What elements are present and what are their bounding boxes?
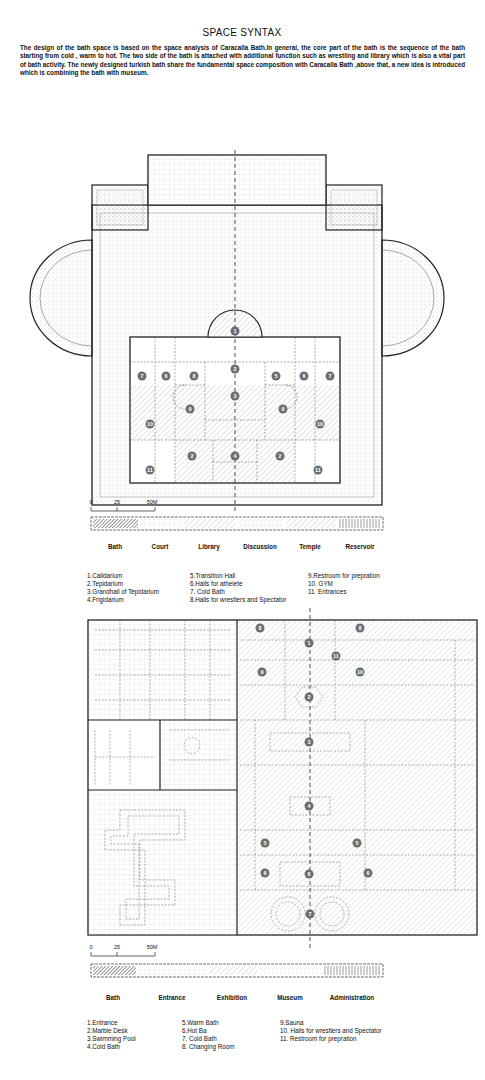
callout-number: 8 [190,372,199,381]
key-item: 11. Entrances [308,588,346,595]
callout-number: 1 [305,639,314,648]
callout-number: 5 [353,839,362,848]
key-item: 4.Frigidarium [87,596,124,603]
callout-number: 11 [314,466,323,475]
callout-number: 9 [186,405,195,414]
callout-number: 6 [162,372,171,381]
key-item: 6.Halls for atheiete [190,580,243,587]
scale-number: 0 [89,499,92,505]
page-title: SPACE SYNTAX [203,27,282,38]
scale-number: 50M [147,944,158,950]
callout-number: 11 [146,466,155,475]
key-item: 7. Cold Bath [182,1035,217,1042]
callout-number: 3 [231,392,240,401]
callout-number: 2 [188,452,197,461]
callout-number: 1 [231,327,240,336]
key-item: 3.Swimming Pool [87,1035,136,1042]
callout-number: 2 [305,693,314,702]
callout-number: 5 [261,839,270,848]
scale-number: 25 [114,944,120,950]
callout-number: 8 [356,624,365,633]
callout-number: 4 [305,802,314,811]
key-item: 9.Sauna [280,1019,303,1026]
callout-number: 6 [364,869,373,878]
key-item: 1.Calldarium [87,572,122,579]
callout-number: 10 [316,420,325,429]
zone-name: Temple [299,543,321,550]
key-item: 10. GYM [308,580,333,587]
key-item: 5.Transition Hall [190,572,235,579]
callout-number: 10 [356,668,365,677]
description-text: The design of the bath space is based on… [20,44,465,78]
zone-name: Museum [277,994,303,1001]
callout-number: 7 [326,372,335,381]
key-item: 2.Tepidarium [87,580,123,587]
callout-number: 3 [305,738,314,747]
zone-name: Reservoir [345,543,374,550]
callout-number: 8 [256,624,265,633]
callout-number: 6 [261,869,270,878]
zone-name: Bath [106,994,120,1001]
key-item: 10. Halls for wrestlers and Spectator [280,1027,382,1034]
callout-number: 6 [300,372,309,381]
scale-number: 25 [114,499,120,505]
zone-name: Administration [330,994,374,1001]
key-item: 5.Warm Bath [182,1019,219,1026]
callout-number: 4 [231,452,240,461]
key-item: 8.Halls for wrestlers and Spectator [190,596,286,603]
key-item: 7. Cold Bath [190,588,225,595]
callout-number: 2 [276,452,285,461]
callout-number: 11 [332,652,341,661]
scale-number: 0 [89,944,92,950]
scale-number: 50M [147,499,158,505]
zone-name: Discussion [243,543,277,550]
zone-name: Exhibition [217,994,247,1001]
callout-number: 7 [306,910,315,919]
key-item: 1.Entrance [87,1019,117,1026]
key-item: 6.Hot Ba [182,1027,207,1034]
zone-name: Library [198,543,219,550]
key-item: 11. Restroom for prepration [280,1035,357,1042]
zone-name: Bath [108,543,122,550]
callout-number: 9 [258,668,267,677]
key-item: 4.Cold Bath [87,1043,120,1050]
callout-number: 2 [231,365,240,374]
zone-name: Court [152,543,169,550]
callout-number: 9 [279,405,288,414]
callout-number: 5 [272,372,281,381]
callout-number: 7 [138,372,147,381]
key-item: 2.Marble Desk [87,1027,128,1034]
key-item: 9.Restroom for prepration [308,572,380,579]
key-item: 8. Changing Room [182,1043,235,1050]
zone-name: Entrance [159,994,186,1001]
key-item: 3.Grandhall of Tepidarium [87,588,159,595]
callout-number: 6 [305,870,314,879]
callout-number: 10 [146,420,155,429]
